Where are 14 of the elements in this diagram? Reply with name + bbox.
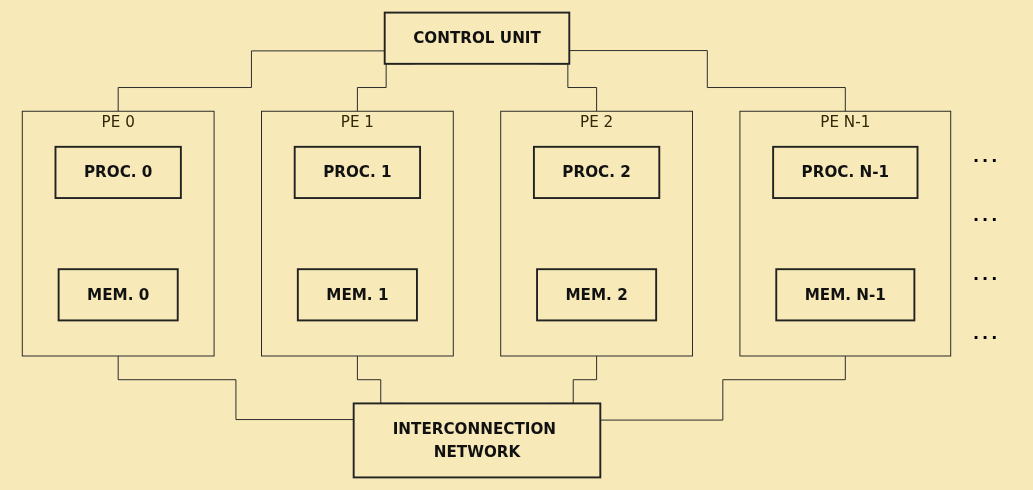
ellipsis-label: ... [973,206,1002,225]
node-box: MEM. 0 [57,268,179,322]
node-box: PROC. 0 [54,145,182,199]
node-box: INTERCONNECTION NETWORK [352,402,602,479]
node-box: CONTROL UNIT [383,11,571,65]
ellipsis-label: ... [973,147,1002,166]
node-box: PROC. N-1 [772,145,919,199]
node-box: PROC. 2 [532,145,661,199]
node-box: MEM. 2 [536,268,658,322]
node-box: MEM. 1 [296,268,418,322]
ellipsis-label: ... [973,324,1002,343]
node-box: PROC. 1 [293,145,422,199]
ellipsis-label: ... [973,265,1002,284]
node-box: MEM. N-1 [775,268,916,322]
